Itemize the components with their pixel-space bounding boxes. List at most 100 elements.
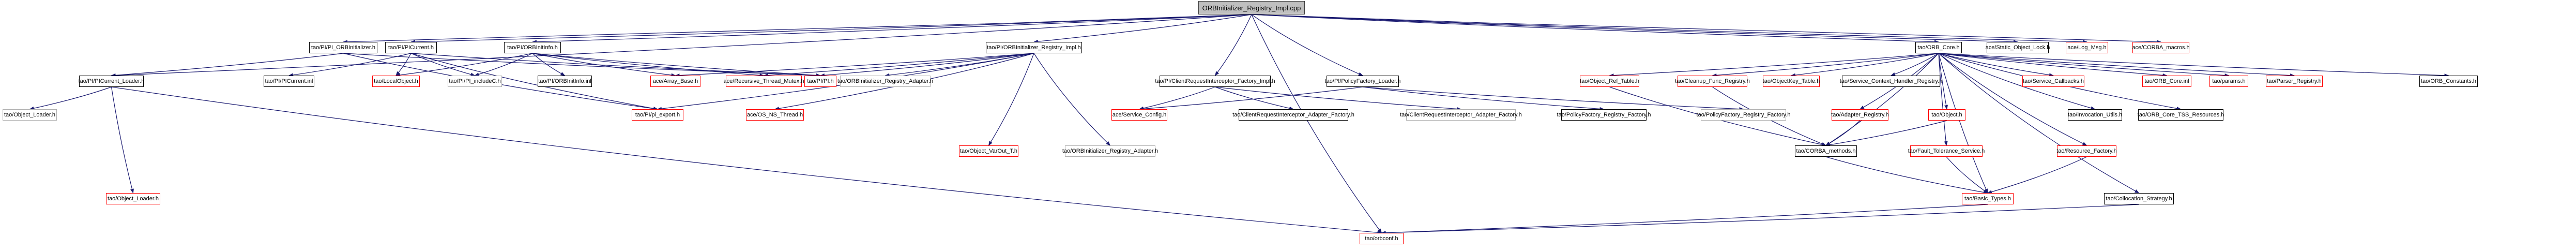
graph-node[interactable]: tao/PI/ORBInitInfo.inl — [538, 76, 592, 87]
node-label: tao/Adapter_Registry.h — [1831, 111, 1889, 118]
graph-edge — [1987, 156, 2087, 194]
graph-node[interactable]: tao/PI/PI.h — [804, 76, 836, 87]
graph-node[interactable]: ace/Static_Object_Lock.h — [1986, 42, 2050, 53]
graph-edge — [29, 86, 112, 110]
graph-node[interactable]: tao/Collocation_Strategy.h — [2104, 193, 2174, 204]
graph-node[interactable]: tao/ObjectKey_Table.h — [1763, 76, 1820, 87]
graph-node[interactable]: tao/PI/PICurrent.h — [385, 42, 437, 53]
node-label: tao/ClientRequestInterceptor_Adapter_Fac… — [1400, 111, 1522, 118]
graph-node[interactable]: tao/Parser_Registry.h — [2266, 76, 2323, 87]
graph-edge — [1938, 53, 2230, 78]
graph-node[interactable]: tao/PI/ClientRequestInterceptor_Factory_… — [1155, 76, 1275, 87]
graph-edge — [1938, 53, 1988, 194]
graph-node[interactable]: tao/ORB_Core_TSS_Resources.h — [2137, 109, 2224, 121]
graph-node[interactable]: tao/PI/ORBInitializer_Registry_Impl.h — [986, 42, 1082, 53]
graph-edge — [532, 14, 1252, 44]
graph-node[interactable]: tao/ORB_Core.h — [1915, 42, 1962, 53]
node-label: tao/PI/ORBInitInfo.inl — [538, 78, 591, 84]
graph-node[interactable]: tao/ClientRequestInterceptor_Adapter_Fac… — [1232, 109, 1354, 121]
graph-node[interactable]: tao/Object.h — [1928, 109, 1965, 121]
node-label: tao/PI/PI.h — [807, 78, 834, 84]
graph-edge — [1938, 53, 2295, 78]
graph-node[interactable]: tao/Service_Context_Handler_Registry.h — [1839, 76, 1943, 87]
graph-edge — [1362, 86, 1744, 111]
graph-node[interactable]: tao/PI/PICurrent_Loader.h — [79, 76, 144, 87]
graph-node[interactable]: tao/Invocation_Utils.h — [2068, 109, 2122, 121]
graph-node[interactable]: tao/params.h — [2209, 76, 2248, 87]
node-label: tao/PI/ORBInitInfo.h — [507, 44, 558, 51]
graph-node[interactable]: ace/OS_NS_Thread.h — [746, 109, 804, 121]
graph-node[interactable]: tao/PI/PICurrent.inl — [264, 76, 314, 87]
graph-node[interactable]: tao/Object_Loader.h — [106, 193, 160, 204]
node-label: tao/ORBInitializer_Registry_Adapter.h — [837, 78, 934, 84]
graph-node[interactable]: tao/LocalObject.h — [372, 76, 420, 87]
graph-edge — [1251, 14, 2161, 44]
graph-edge — [675, 53, 1034, 78]
node-label: tao/Object_Ref_Table.h — [1580, 78, 1639, 84]
graph-node[interactable]: tao/Service_Callbacks.h — [2022, 76, 2084, 87]
graph-node[interactable]: tao/CORBA_methods.h — [1795, 145, 1857, 157]
graph-edge — [532, 53, 676, 77]
graph-node[interactable]: ace/CORBA_macros.h — [2132, 42, 2190, 53]
node-label: tao/Object_VarOut_T.h — [959, 147, 1018, 154]
graph-node[interactable]: ace/Service_Config.h — [1111, 109, 1167, 121]
graph-node[interactable]: tao/PI/pi_export.h — [632, 109, 683, 121]
graph-edge — [1825, 120, 1947, 147]
graph-edge — [1938, 53, 1948, 146]
graph-edge — [532, 53, 566, 76]
graph-edge — [1215, 86, 1294, 110]
graph-node[interactable]: tao/Fault_Tolerance_Service.h — [1908, 145, 1985, 157]
graph-edge — [1251, 14, 1939, 44]
node-label: tao/Object_Loader.h — [107, 195, 159, 202]
graph-node[interactable]: tao/ORBInitializer_Registry_Adapter.h — [1062, 145, 1158, 157]
node-label: ace/CORBA_macros.h — [2132, 44, 2190, 51]
graph-node[interactable]: tao/PolicyFactory_Registry_Factory.h — [1557, 109, 1651, 121]
graph-edge — [1251, 14, 1363, 76]
graph-node[interactable]: tao/Basic_Types.h — [1962, 193, 2014, 204]
graph-node[interactable]: tao/Adapter_Registry.h — [1831, 109, 1889, 121]
node-label: tao/ORB_Constants.h — [2421, 78, 2477, 84]
graph-node[interactable]: tao/ORBInitializer_Registry_Adapter.h — [837, 76, 934, 87]
graph-node[interactable]: tao/Cleanup_Func_Registry.h — [1675, 76, 1750, 87]
graph-node[interactable]: ace/Recursive_Thread_Mutex.h — [724, 76, 804, 87]
node-label: tao/Invocation_Utils.h — [2067, 111, 2123, 118]
graph-edge — [1938, 53, 2087, 146]
graph-node[interactable]: tao/orbconf.h — [1360, 233, 1404, 244]
graph-node[interactable]: tao/PI/PI_includeC.h — [448, 76, 502, 87]
graph-node[interactable]: tao/ClientRequestInterceptor_Adapter_Fac… — [1400, 109, 1522, 121]
node-label: tao/ORB_Core.h — [1917, 44, 1960, 51]
node-label: tao/PI/PI_includeC.h — [449, 78, 501, 84]
node-label: ace/Log_Msg.h — [2067, 44, 2107, 51]
node-label: ace/Array_Base.h — [652, 78, 698, 84]
node-label: tao/Service_Context_Handler_Registry.h — [1839, 78, 1943, 84]
graph-edge — [1609, 53, 1939, 78]
node-label: tao/PI/ClientRequestInterceptor_Factory_… — [1155, 78, 1275, 84]
graph-node[interactable]: tao/PI/PI_ORBInitializer.h — [309, 42, 377, 53]
graph-node[interactable]: tao/Object_Ref_Table.h — [1580, 76, 1639, 87]
graph-node[interactable]: ace/Log_Msg.h — [2066, 42, 2108, 53]
graph-edge — [885, 53, 1034, 77]
graph-node[interactable]: tao/PI/ORBInitInfo.h — [504, 42, 561, 53]
node-label: tao/Parser_Registry.h — [2267, 78, 2322, 84]
node-label: tao/PI/PICurrent_Loader.h — [78, 78, 145, 84]
graph-node[interactable]: tao/PI/PolicyFactory_Loader.h — [1325, 76, 1400, 87]
graph-node[interactable]: tao/ORB_Core.inl — [2142, 76, 2191, 87]
node-label: tao/ObjectKey_Table.h — [1762, 78, 1820, 84]
graph-node[interactable]: ace/Array_Base.h — [650, 76, 700, 87]
graph-root-node[interactable]: ORBInitializer_Registry_Impl.cpp — [1198, 1, 1305, 14]
graph-node[interactable]: tao/Object_VarOut_T.h — [959, 145, 1018, 157]
graph-edge — [410, 53, 476, 77]
graph-node[interactable]: tao/Object_Loader.h — [3, 109, 57, 121]
node-label: tao/PI/ORBInitializer_Registry_Impl.h — [987, 44, 1081, 51]
node-label: tao/ORB_Core_TSS_Resources.h — [2137, 111, 2224, 118]
graph-edge — [1938, 53, 2140, 194]
graph-node[interactable]: tao/PolicyFactory_Registry_Factory.h — [1697, 109, 1791, 121]
graph-edge — [410, 14, 1252, 44]
graph-edge — [474, 53, 533, 76]
graph-edge — [111, 86, 134, 194]
node-label: ORBInitializer_Registry_Impl.cpp — [1202, 4, 1301, 12]
node-label: tao/Fault_Tolerance_Service.h — [1908, 147, 1985, 154]
graph-node[interactable]: tao/Resource_Factory.h — [2056, 145, 2117, 157]
graph-node[interactable]: tao/ORB_Constants.h — [2419, 76, 2478, 87]
